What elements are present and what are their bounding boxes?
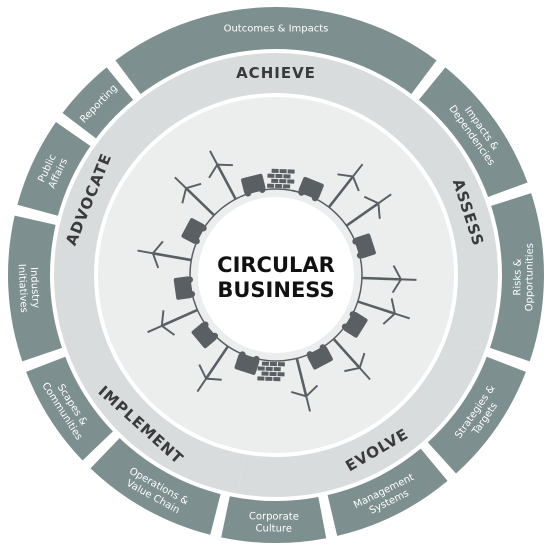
center-title-line2: BUSINESS xyxy=(217,278,334,302)
phase-segment-assess xyxy=(392,104,498,351)
center-title-line1: CIRCULAR xyxy=(217,253,335,277)
phase-ring xyxy=(54,53,498,498)
outer-ring xyxy=(7,6,544,543)
outer-label-outcomes: Outcomes & Impacts xyxy=(224,24,329,35)
center-hub: CIRCULAR BUSINESS xyxy=(198,197,354,353)
outer-segment-impacts xyxy=(418,67,528,197)
outer-label-risks: Risks &Opportunities xyxy=(512,243,536,311)
wind-turbine-icon xyxy=(332,338,371,381)
outer-label-outcomes-line1: Outcomes & Impacts xyxy=(224,24,329,35)
outer-segment-operations xyxy=(90,438,221,535)
phase-segment-implement xyxy=(54,275,245,494)
wind-turbine-icon xyxy=(147,308,198,336)
wind-turbine-icon xyxy=(327,163,364,209)
wind-turbine-icon xyxy=(137,240,192,269)
wind-turbine-icon xyxy=(290,358,319,412)
phase-label-achieve: ACHIEVE xyxy=(236,64,316,82)
outer-label-industry-line1: Industry xyxy=(28,267,41,309)
center-disc xyxy=(198,197,354,353)
outer-label-industry-line2: Initiatives xyxy=(16,264,30,313)
wind-turbine-icon xyxy=(208,150,237,200)
phase-segment-achieve xyxy=(133,53,419,136)
wind-turbine-icon xyxy=(357,298,411,325)
phase-segment-evolve xyxy=(237,337,485,498)
outer-segment-risks xyxy=(489,193,544,362)
outer-segment-strategies xyxy=(427,356,526,474)
outer-label-risks-line2: Opportunities xyxy=(524,243,536,311)
ground-line xyxy=(189,188,363,362)
outer-segment-public xyxy=(17,122,91,216)
outer-label-risks-line1: Risks & xyxy=(512,258,523,295)
wind-turbine-icon xyxy=(174,176,216,217)
outer-segment-scapes xyxy=(26,356,113,461)
outer-segment-reporting xyxy=(62,67,134,139)
bricks-icon xyxy=(267,168,295,189)
outer-segment-culture xyxy=(221,496,327,543)
outer-label-culture-line1: Corporate xyxy=(249,511,299,522)
outer-label-culture-line2: Culture xyxy=(256,523,293,534)
wind-turbine-icon xyxy=(361,265,417,294)
wind-turbine-icon xyxy=(196,345,229,393)
phase-segment-advocate xyxy=(54,104,160,275)
outer-segment-outcomes xyxy=(115,6,437,95)
outer-segment-management xyxy=(327,448,448,536)
outer-segment-industry xyxy=(7,215,63,362)
wind-turbine-icon xyxy=(345,193,392,227)
bricks-icon xyxy=(257,361,285,382)
